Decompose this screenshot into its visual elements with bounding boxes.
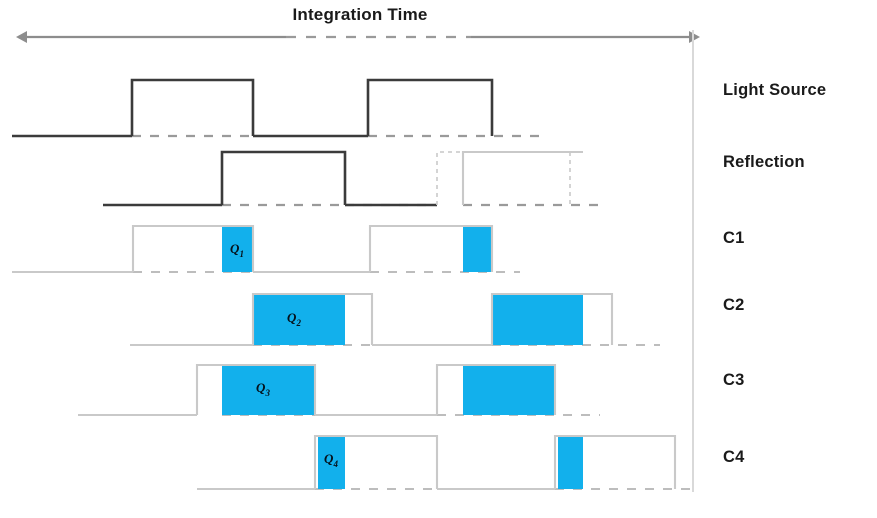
c4-pulse-1 (553, 434, 677, 489)
row-label-c3: C3 (723, 371, 745, 389)
c2-charge-fill-0 (253, 294, 345, 345)
c4-charge-fill-1 (558, 436, 583, 489)
c3-pulse-0 (195, 363, 317, 415)
c4-charge-fill-0 (318, 436, 345, 489)
row-label-c1: C1 (723, 229, 745, 247)
light-source-pulse-1 (366, 78, 494, 136)
c1-pulse-0 (131, 224, 255, 272)
c2-pulse-1 (490, 292, 614, 345)
c3-charge-fill-0 (222, 365, 315, 415)
row-label-c2: C2 (723, 296, 745, 314)
c2-pulse-0 (251, 292, 374, 345)
page-title: Integration Time (292, 5, 427, 24)
light-source-pulse-0 (130, 78, 255, 136)
reflection-ghost-pulse-outline-0 (461, 150, 583, 205)
c4-charge-label: Q4 (324, 451, 338, 469)
c1-charge-label: Q1 (230, 241, 244, 259)
arrow-head-right-icon (689, 31, 700, 43)
c1-charge-fill-0 (222, 226, 253, 272)
c2-charge-fill-1 (492, 294, 583, 345)
reflection-ghost-pulse-rise-0 (436, 151, 463, 205)
c2-charge-label: Q2 (287, 310, 301, 328)
c4-pulse-0 (313, 434, 439, 489)
row-label-light-source: Light Source (723, 81, 826, 99)
reflection-pulse-0 (220, 150, 347, 205)
c3-pulse-1 (435, 363, 557, 415)
row-label-c4: C4 (723, 448, 745, 466)
c3-charge-label: Q3 (256, 380, 270, 398)
row-label-reflection: Reflection (723, 153, 805, 171)
c3-charge-fill-1 (463, 365, 555, 415)
c1-pulse-1 (368, 224, 494, 272)
arrow-head-left-icon (16, 31, 27, 43)
c1-charge-fill-1 (463, 226, 492, 272)
